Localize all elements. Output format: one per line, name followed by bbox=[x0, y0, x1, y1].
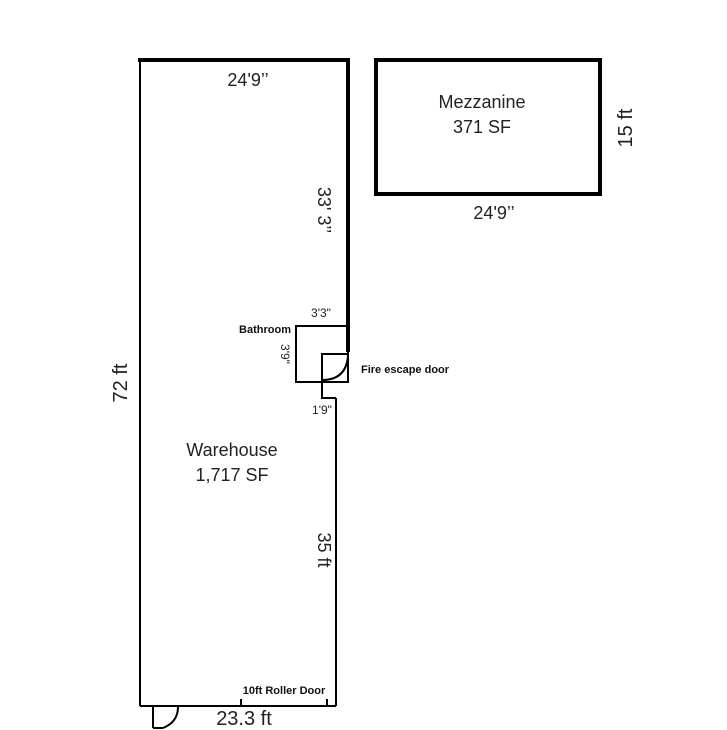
bathroom-outline bbox=[295, 325, 349, 383]
warehouse-name-label: Warehouse bbox=[186, 440, 277, 460]
warehouse-upper-right-length-label: 33' 3’’ bbox=[314, 187, 334, 233]
roller-door-label: 10ft Roller Door bbox=[243, 685, 326, 697]
mezzanine-name-label: Mezzanine bbox=[438, 92, 525, 112]
door-notch bbox=[321, 353, 348, 399]
warehouse-walls bbox=[139, 60, 337, 707]
warehouse-bottom-width-label: 23.3 ft bbox=[216, 708, 272, 730]
bathroom-width-label: 3'3" bbox=[311, 306, 331, 320]
warehouse-lower-right-length-label: 35 ft bbox=[314, 532, 334, 567]
warehouse-area-label: 1,717 SF bbox=[195, 465, 268, 485]
mezzanine-width-label: 24'9’’ bbox=[473, 203, 514, 223]
bathroom-depth-label: 3'9" bbox=[278, 344, 292, 364]
bathroom-name-label: Bathroom bbox=[239, 324, 291, 336]
mezzanine-depth-label: 15 ft bbox=[615, 108, 637, 147]
entry-door bbox=[152, 706, 179, 729]
fire-escape-label: Fire escape door bbox=[361, 364, 450, 376]
mezzanine-area-label: 371 SF bbox=[453, 117, 511, 137]
roller-door-marks bbox=[240, 699, 328, 706]
warehouse-height-label: 72 ft bbox=[110, 363, 132, 402]
notch-width-label: 1'9" bbox=[312, 403, 332, 417]
mezzanine-outline bbox=[374, 58, 602, 196]
warehouse-top-width-label: 24'9’’ bbox=[227, 70, 268, 90]
fire-escape-door-swing bbox=[321, 355, 349, 381]
warehouse-thick-walls bbox=[138, 58, 350, 352]
